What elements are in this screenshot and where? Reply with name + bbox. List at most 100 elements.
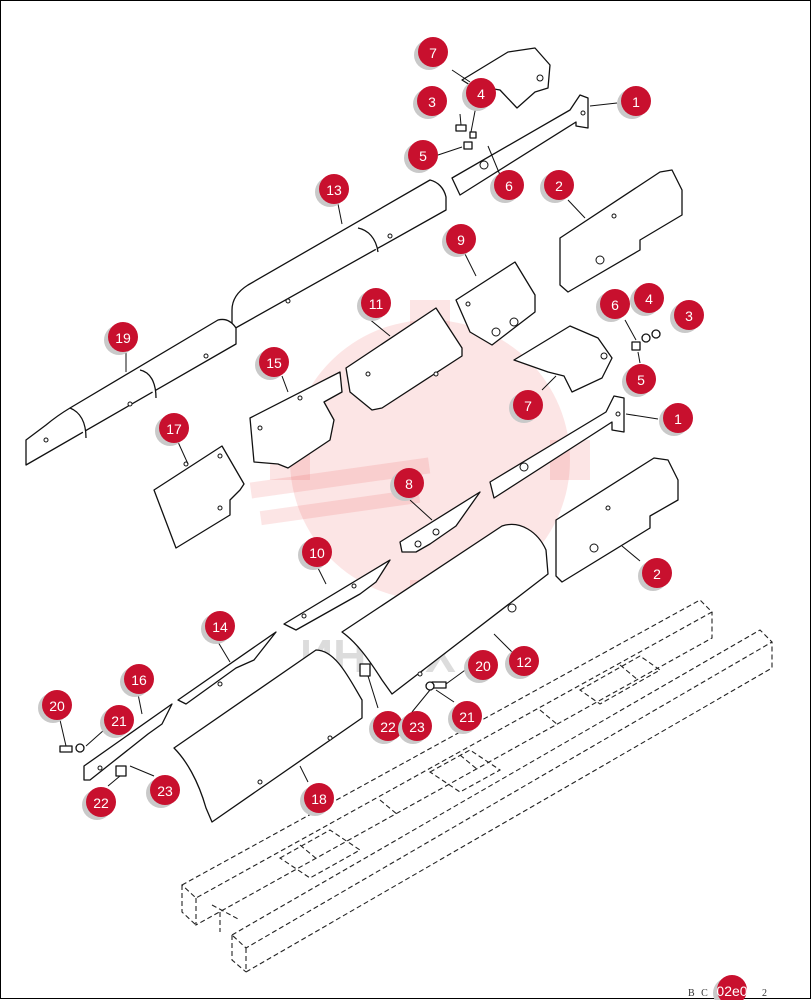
callout-balloon: 2 xyxy=(540,170,574,203)
callout-balloon-circle xyxy=(304,783,334,813)
callout-balloon: 2 xyxy=(638,558,672,591)
washer-21-right xyxy=(425,681,435,691)
callout-balloon: 21 xyxy=(448,701,482,734)
callout-balloon-circle xyxy=(108,322,138,352)
callout-balloon-label: 23 xyxy=(157,783,173,799)
callout-balloon-circle xyxy=(159,413,189,443)
callout-balloon: 12 xyxy=(505,646,539,679)
fastener-5-mid xyxy=(631,341,641,351)
part-14 xyxy=(177,631,277,705)
callout-balloon-label: 2 xyxy=(555,178,563,194)
callout-balloon-label: 21 xyxy=(111,713,127,729)
callout-balloon: 20 xyxy=(38,690,72,723)
callout-balloon: 4 xyxy=(630,283,664,316)
part-12 xyxy=(341,523,549,695)
fastener-3-mid xyxy=(651,329,661,339)
callout-balloon-circle xyxy=(42,690,72,720)
callout-balloon: 13 xyxy=(315,174,349,207)
drawing-code: B C 2 xyxy=(688,988,769,999)
part-16 xyxy=(83,703,173,781)
callout-balloon-label: 18 xyxy=(311,791,327,807)
callout-balloon-label: 4 xyxy=(645,291,653,307)
callout-balloon-label: 10 xyxy=(309,545,325,561)
callout-balloon-label: 4 xyxy=(477,86,485,102)
part-13 xyxy=(231,179,447,331)
nut-22-mid xyxy=(359,663,371,677)
part-7-mid xyxy=(513,325,613,393)
callout-balloon: 23 xyxy=(398,711,432,744)
callout-balloon-label: 3 xyxy=(428,94,436,110)
callout-balloon-circle xyxy=(408,140,438,170)
callout-balloon: 1 xyxy=(659,403,693,436)
callout-balloon-circle xyxy=(642,558,672,588)
part-1-mid xyxy=(489,395,625,499)
washer-21-left xyxy=(75,743,85,753)
callout-balloon: 6 xyxy=(596,289,630,322)
callout-balloon-circle xyxy=(373,711,403,741)
drawing-code-suffix: 2 xyxy=(762,988,769,999)
callout-balloon-circle xyxy=(600,289,630,319)
callout-balloon-circle xyxy=(124,664,154,694)
callout-balloon-label: 22 xyxy=(380,719,396,735)
callout-balloon: 18 xyxy=(300,783,334,816)
fastener-3-top xyxy=(455,113,467,132)
part-11 xyxy=(345,307,463,411)
callout-balloon-label: 12 xyxy=(516,654,532,670)
callout-balloon-circle xyxy=(626,364,656,394)
bolt-20-left xyxy=(59,745,73,753)
callout-balloon: 21 xyxy=(100,705,134,738)
callout-balloon-circle xyxy=(104,705,134,735)
callout-balloon: 9 xyxy=(442,224,476,257)
callout-balloon-label: 5 xyxy=(637,372,645,388)
part-2-top xyxy=(559,169,683,293)
callout-balloon-circle xyxy=(466,78,496,108)
callout-balloon-label: 6 xyxy=(611,297,619,313)
callout-balloon: 8 xyxy=(390,468,424,501)
callout-balloon-circle xyxy=(150,775,180,805)
callout-balloon-circle xyxy=(394,468,424,498)
callout-balloon: 22 xyxy=(82,787,116,820)
fastener-6-mid xyxy=(624,319,637,341)
callout-balloon-label: 20 xyxy=(49,698,65,714)
callout-balloon-label: 5 xyxy=(419,148,427,164)
callout-balloon-label: 9 xyxy=(457,232,465,248)
callout-balloon: 4 xyxy=(462,78,496,111)
callout-balloon-circle xyxy=(494,170,524,200)
callout-balloon-circle xyxy=(513,390,543,420)
callout-balloon: 7 xyxy=(414,37,448,70)
callout-balloon-label: 2 xyxy=(653,566,661,582)
callout-balloon-label: 11 xyxy=(369,296,384,312)
nut-22-left xyxy=(115,765,127,777)
callout-balloon: 3 xyxy=(413,86,447,119)
callout-balloon-label: 17 xyxy=(166,421,182,437)
part-18 xyxy=(173,649,363,823)
callout-balloon: 23 xyxy=(146,775,180,808)
callout-balloon: 02e0 xyxy=(713,975,748,1000)
callout-balloon-label: 7 xyxy=(429,45,437,61)
callout-balloon-label: 02e0 xyxy=(716,983,747,999)
callout-balloon-label: 1 xyxy=(632,94,640,110)
leader-lines xyxy=(59,102,659,787)
callout-balloon: 1 xyxy=(617,86,651,119)
callout-balloon-circle xyxy=(319,174,349,204)
callout-balloon-label: 15 xyxy=(266,355,282,371)
part-17 xyxy=(153,445,245,549)
callout-balloon: 6 xyxy=(490,170,524,203)
callout-balloon-circle xyxy=(418,37,448,67)
callout-balloon-label: 6 xyxy=(505,178,513,194)
callout-balloon: 11 xyxy=(357,288,391,321)
callout-balloon-circle xyxy=(468,650,498,680)
callout-balloon-label: 13 xyxy=(326,182,342,198)
callout-balloon-circle xyxy=(717,975,747,1000)
callout-balloon-label: 8 xyxy=(405,476,413,492)
callout-balloon-label: 22 xyxy=(93,795,109,811)
callout-balloon-circle xyxy=(663,403,693,433)
part-10 xyxy=(283,559,391,631)
callout-balloon-circle xyxy=(205,611,235,641)
callout-balloon-label: 7 xyxy=(524,398,532,414)
callout-balloon-circle xyxy=(446,224,476,254)
callout-balloon: 3 xyxy=(670,300,704,333)
callout-balloon-circle xyxy=(544,170,574,200)
